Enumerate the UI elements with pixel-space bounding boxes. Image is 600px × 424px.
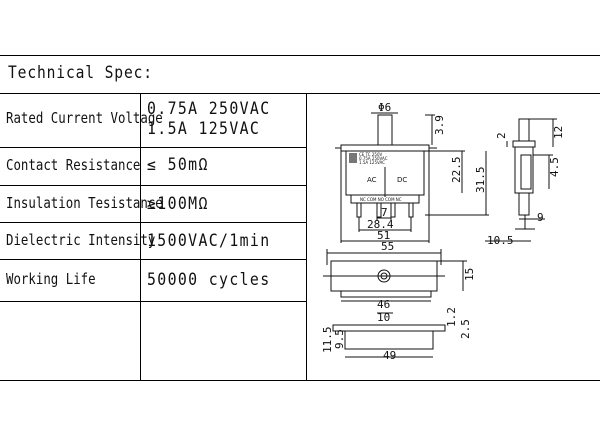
- ac-label: AC: [367, 176, 377, 184]
- svg-text:46: 46: [377, 298, 390, 311]
- svg-text:28.4: 28.4: [367, 218, 394, 231]
- switch-technical-drawing: Φ6 CE TC 250V 0.75A 250VAC 1.5A 125VAC A…: [305, 95, 600, 380]
- pin-labels: NC COM NO COM NC: [360, 197, 402, 202]
- svg-text:2.5: 2.5: [459, 319, 472, 339]
- label-column-divider: [140, 93, 141, 380]
- dim-diameter: Φ6: [378, 101, 391, 114]
- svg-text:22.5: 22.5: [450, 157, 463, 184]
- value-dielectric-intensity: 1500VAC/1min: [147, 231, 271, 250]
- row-divider-1: [0, 147, 306, 148]
- svg-text:31.5: 31.5: [474, 167, 487, 194]
- svg-text:2: 2: [495, 132, 508, 139]
- label-contact-resistance: Contact Resistance: [6, 156, 141, 174]
- row-divider-4: [0, 259, 306, 260]
- drawing-column-divider: [306, 93, 307, 380]
- front-view: Φ6 CE TC 250V 0.75A 250VAC 1.5A 125VAC A…: [335, 101, 489, 243]
- value-insulation-resistance: ≥100MΩ: [147, 194, 209, 213]
- title-divider: [0, 93, 600, 94]
- side-view: 2 12 4.5 9 10.5: [485, 118, 565, 247]
- label-dielectric-intensity: Dielectric Intensity: [6, 231, 156, 249]
- table-bottom-border: [0, 380, 600, 381]
- svg-text:9.5: 9.5: [333, 329, 346, 349]
- dc-label: DC: [397, 176, 407, 184]
- label-insulation-resistance: Insulation Tesistance: [6, 194, 163, 212]
- value-working-life: 50000 cycles: [147, 270, 271, 289]
- value-rated-voltage-line-2: 1.5A 125VAC: [147, 119, 261, 138]
- svg-text:9: 9: [537, 211, 544, 224]
- terminal: [356, 202, 362, 218]
- row-divider-5: [0, 301, 306, 302]
- table-top-border: [0, 55, 600, 56]
- svg-text:CE TC 250V: CE TC 250V: [359, 152, 383, 157]
- section-view: 10 49 1.2 2.5 11.5 9.5: [321, 307, 472, 362]
- svg-text:49: 49: [383, 349, 396, 362]
- svg-text:0.75A 250VAC: 0.75A 250VAC: [359, 156, 388, 161]
- svg-text:51: 51: [377, 229, 390, 242]
- svg-text:1.2: 1.2: [445, 307, 458, 327]
- mounting-flange: [340, 144, 430, 152]
- svg-text:7: 7: [381, 206, 388, 219]
- value-rated-voltage-line-1: 0.75A 250VAC: [147, 99, 271, 118]
- value-contact-resistance: ≤ 50mΩ: [147, 155, 209, 174]
- row-divider-3: [0, 222, 306, 223]
- svg-text:55: 55: [381, 240, 394, 253]
- svg-text:15: 15: [463, 268, 476, 281]
- svg-text:1.5A 125VAC: 1.5A 125VAC: [359, 160, 385, 165]
- top-view: 55 15 46: [323, 240, 476, 311]
- row-divider-2: [0, 185, 306, 186]
- section-title: Technical Spec:: [8, 63, 153, 83]
- label-working-life: Working Life: [6, 270, 96, 288]
- svg-text:10: 10: [377, 311, 390, 324]
- svg-text:10.5: 10.5: [487, 234, 514, 247]
- terminal: [390, 202, 396, 218]
- svg-text:11.5: 11.5: [321, 327, 334, 354]
- terminal: [408, 202, 414, 218]
- label-rated-current-voltage: Rated Current Voltage: [6, 109, 163, 127]
- plunger: [377, 114, 393, 146]
- svg-text:4.5: 4.5: [548, 157, 561, 177]
- svg-text:3.9: 3.9: [433, 115, 446, 135]
- svg-text:12: 12: [552, 126, 565, 139]
